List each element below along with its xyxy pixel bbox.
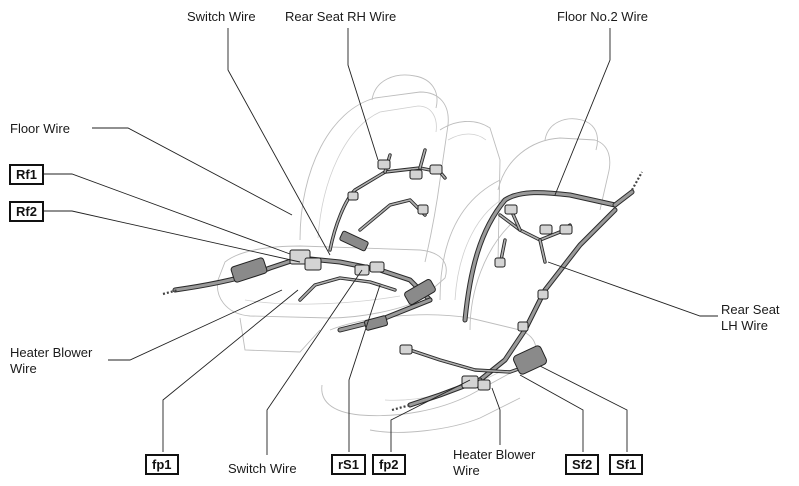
connector-code-rf1: Rf1 (9, 164, 44, 185)
switch-wire-label-bottom: Switch Wire (228, 461, 297, 476)
connector-code-rs1: rS1 (331, 454, 366, 475)
connector-code-fp1: fp1 (145, 454, 179, 475)
heater-blower-wire-left-label-line2: Wire (10, 361, 37, 376)
rear-seat-illustration (217, 74, 611, 433)
heater-blower-wire-bottom-label-line1: Heater Blower (453, 447, 536, 462)
floor-no2-wire-label: Floor No.2 Wire (557, 9, 649, 24)
heater-blower-wire-left-label-line1: Heater Blower (10, 345, 93, 360)
connector-shapes (230, 159, 573, 391)
rear-seat-lh-wire-label-line1: Rear Seat (721, 302, 780, 317)
leader-lines (44, 28, 718, 455)
connector-code-sf1: Sf1 (609, 454, 644, 475)
connector-code-rf2: Rf2 (9, 201, 44, 222)
rear-seat-rh-wire-label: Rear Seat RH Wire (285, 9, 397, 24)
connector-code-fp2: fp2 (372, 454, 406, 475)
floor-wire-label: Floor Wire (10, 121, 70, 136)
rear-seat-lh-wire-label-line2: LH Wire (721, 318, 768, 333)
heater-blower-wire-bottom-label-line2: Wire (453, 463, 480, 478)
connector-code-sf2: Sf2 (565, 454, 600, 475)
switch-wire-label-top: Switch Wire (187, 9, 256, 24)
